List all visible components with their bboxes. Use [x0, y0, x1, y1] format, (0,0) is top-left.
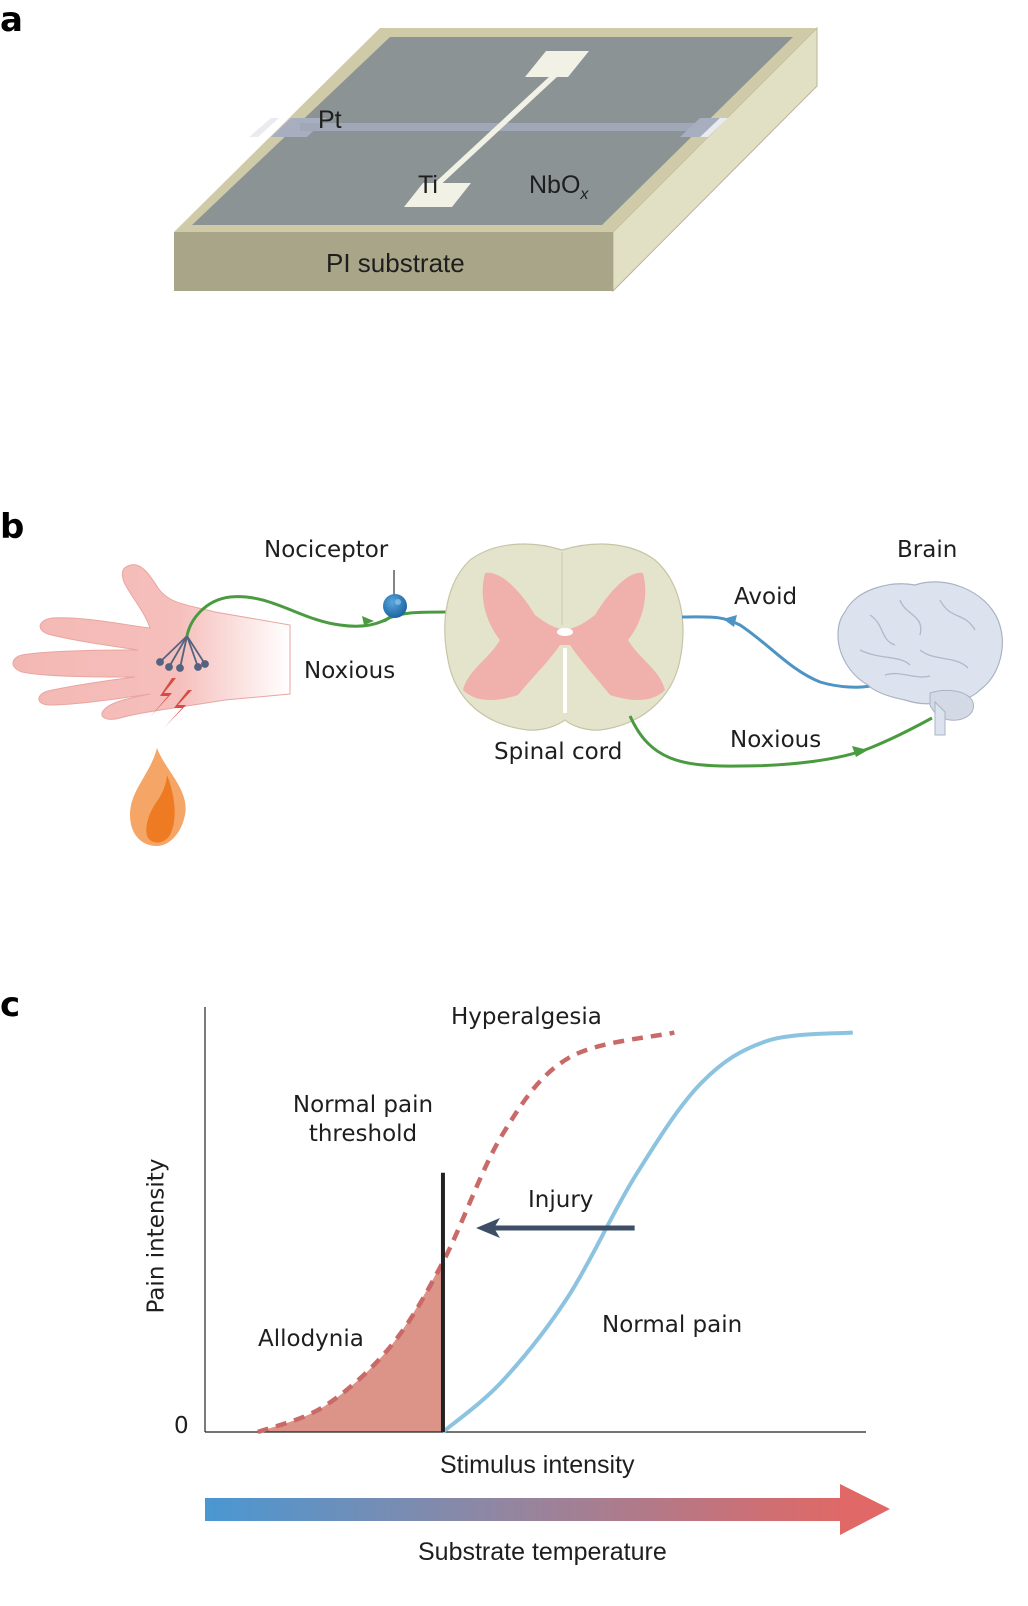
panel-b-label: b: [0, 507, 25, 547]
avoid-label: Avoid: [734, 584, 798, 610]
substrate-temperature-label: Substrate temperature: [418, 1538, 667, 1566]
y-axis-zero-tick: 0: [174, 1413, 189, 1439]
brain-label: Brain: [897, 537, 958, 563]
x-axis-label: Stimulus intensity: [440, 1451, 635, 1479]
nerve-endings-icon: [156, 635, 209, 672]
noxious-right-label: Noxious: [730, 727, 822, 753]
ti-electrode: [404, 51, 589, 207]
nociceptor-icon: [383, 594, 407, 618]
panel-c-label: c: [0, 985, 21, 1025]
hand-icon: [12, 564, 291, 720]
threshold-label-line1: Normal pain: [292, 1092, 434, 1118]
noxious-ascending-arrowhead: [852, 746, 868, 757]
nbox-label-sub: x: [580, 186, 589, 203]
panel-a-label: a: [0, 0, 23, 40]
normal-pain-label: Normal pain: [602, 1312, 743, 1338]
threshold-label-line2: threshold: [308, 1121, 418, 1147]
threshold-label: Normal pain threshold: [282, 1094, 444, 1146]
brain-icon: [837, 581, 1003, 736]
nbox-label-main: NbO: [529, 171, 581, 199]
device-schematic: [174, 26, 818, 293]
substrate-temperature-arrow: [205, 1484, 890, 1535]
normal-pain-curve: [441, 1030, 853, 1434]
avoid-arrowhead: [723, 615, 737, 627]
nociceptor-label: Nociceptor: [264, 537, 389, 563]
noxious-ascending-path: [628, 715, 933, 768]
allodynia-area: [257, 1262, 443, 1432]
avoid-efferent-path: [681, 615, 871, 689]
substrate-front-face: [174, 232, 613, 291]
substrate-label: PI substrate: [326, 248, 465, 278]
pt-electrode: [249, 118, 728, 137]
spinal-cord-icon: [444, 543, 684, 731]
hyperalgesia-curve: [257, 1030, 675, 1435]
injury-label: Injury: [528, 1187, 594, 1213]
hyperalgesia-label: Hyperalgesia: [451, 1004, 602, 1030]
spinal-cord-label: Spinal cord: [494, 739, 623, 765]
y-axis-label: Pain intensity: [143, 1158, 170, 1314]
noxious-afferent-arrowhead: [362, 616, 374, 625]
nbox-label: NbOx: [529, 173, 588, 203]
pt-label: Pt: [318, 106, 342, 134]
ti-label: Ti: [418, 171, 438, 199]
allodynia-label: Allodynia: [258, 1326, 364, 1352]
flame-icon: [130, 748, 186, 846]
pain-pathway-illustration: [12, 543, 1003, 846]
noxious-left-label: Noxious: [304, 658, 396, 684]
injury-arrowhead: [476, 1218, 501, 1238]
